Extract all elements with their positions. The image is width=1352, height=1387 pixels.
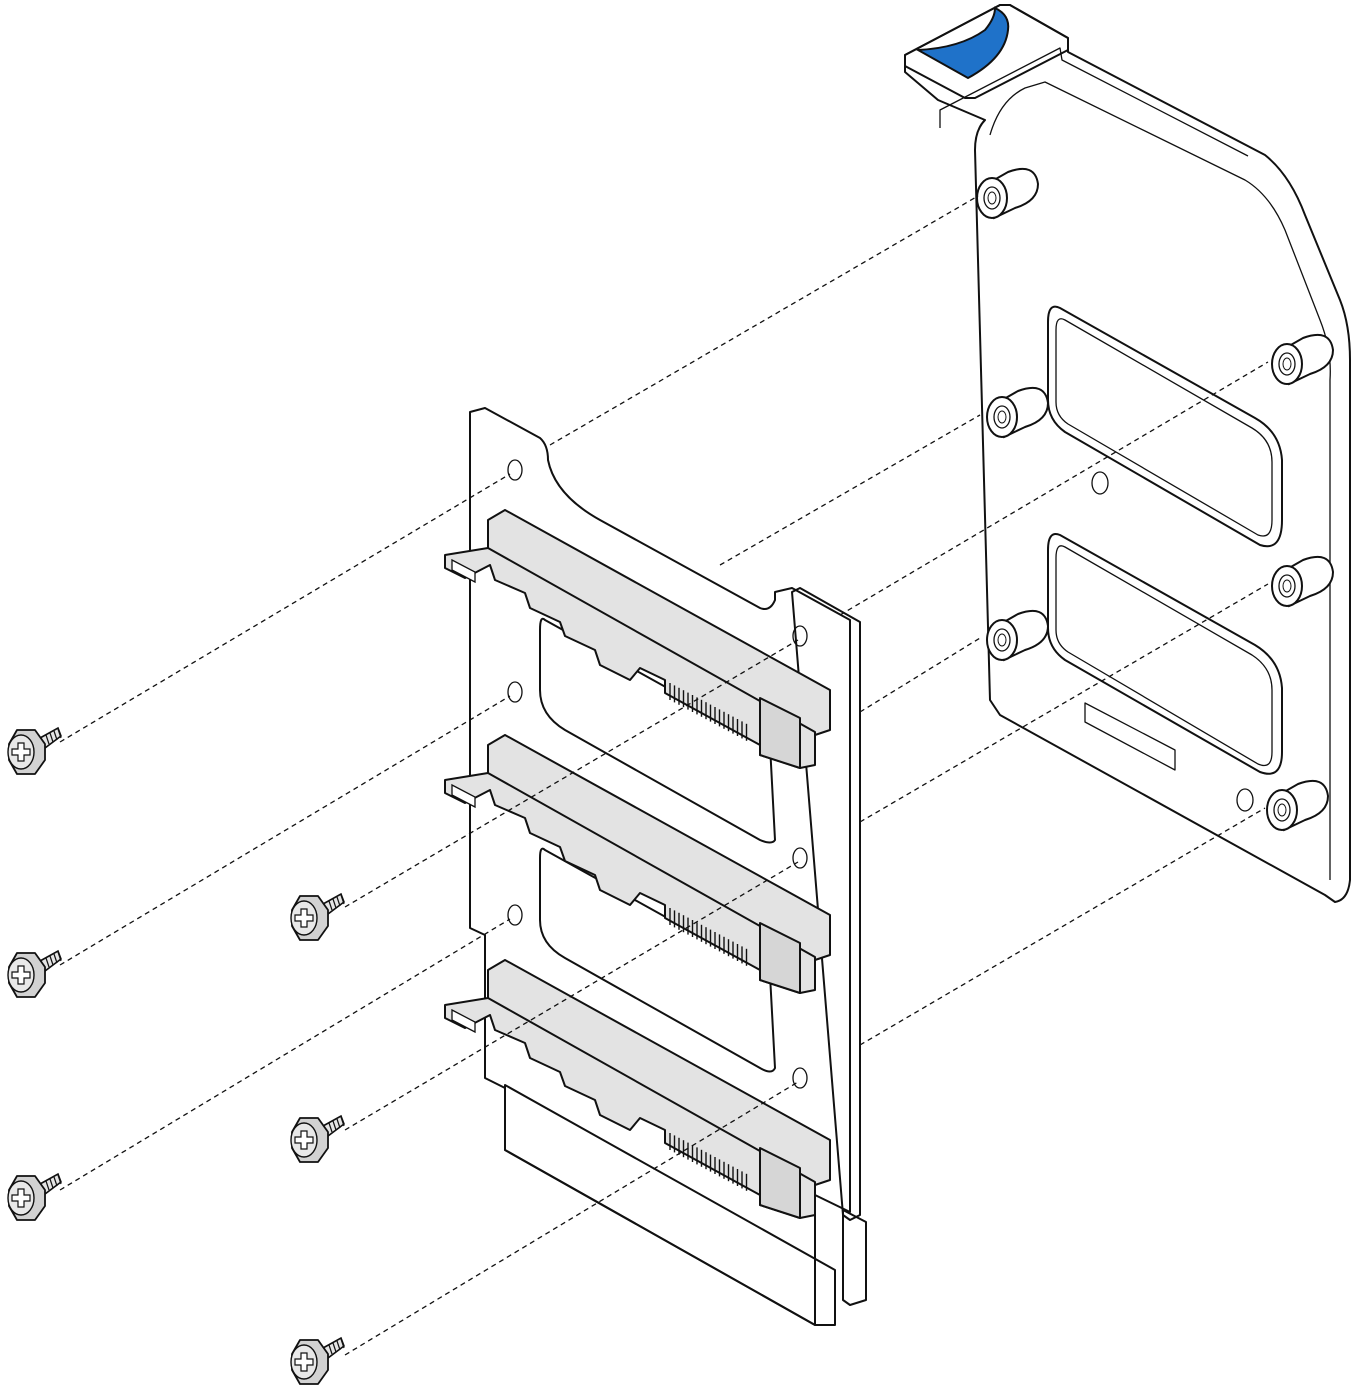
pcie-slot	[444, 959, 831, 1219]
alignment-line	[59, 918, 511, 1191]
alignment-line	[59, 473, 511, 743]
alignment-line	[344, 1081, 799, 1356]
standoff	[986, 387, 1050, 439]
board-hole	[507, 904, 523, 926]
pcie-slot	[444, 734, 831, 994]
bracket-window-lower-inner	[1055, 545, 1273, 767]
alignment-line	[344, 639, 799, 908]
board-hole	[507, 681, 523, 703]
board-hole	[792, 847, 808, 869]
board-hole	[792, 625, 808, 647]
board-edge-connector	[504, 1084, 836, 1326]
alignment-line	[59, 695, 511, 966]
alignment-line	[859, 637, 981, 713]
screw	[7, 726, 62, 775]
screws	[7, 726, 345, 1385]
riser-bracket	[904, 4, 1351, 903]
blue-release-tab	[914, 6, 1010, 80]
alignment-line	[839, 361, 1269, 616]
standoff	[1266, 780, 1330, 832]
alignment-line	[859, 807, 1266, 1046]
standoff	[1271, 334, 1335, 386]
board-cutout-upper	[539, 617, 776, 844]
screw	[7, 949, 62, 998]
pcie-slot	[444, 509, 831, 769]
bracket-window-upper-inner	[1055, 318, 1273, 537]
alignment-line	[344, 861, 799, 1131]
bracket-window-lower	[1047, 533, 1283, 775]
alignment-line	[859, 583, 1269, 823]
screw	[290, 1336, 345, 1385]
standoff	[1271, 556, 1335, 608]
pcie-slots	[444, 509, 831, 1219]
screw	[290, 892, 345, 941]
board-notch	[842, 1209, 867, 1306]
screw	[290, 1114, 345, 1163]
bracket-flange	[939, 47, 1249, 157]
board-cutout-lower	[539, 847, 776, 1073]
bracket-inner-edge	[989, 81, 1331, 880]
alignment-line	[719, 414, 981, 566]
bracket-hole	[1091, 471, 1109, 495]
standoff	[976, 168, 1040, 220]
bracket-label-area	[1084, 702, 1176, 771]
board-face	[469, 407, 851, 1326]
bracket-hole	[1236, 788, 1254, 812]
alignment-lines	[59, 195, 1269, 1356]
board-hole	[792, 1067, 808, 1089]
bracket-tab	[904, 4, 1069, 99]
bracket-standoffs	[976, 168, 1335, 832]
riser-card	[469, 407, 867, 1326]
bracket-window-upper	[1047, 305, 1283, 548]
alignment-line	[549, 195, 979, 446]
screw	[7, 1172, 62, 1221]
board-hole	[507, 459, 523, 481]
standoff	[986, 610, 1050, 662]
bracket-outline	[904, 4, 1351, 903]
